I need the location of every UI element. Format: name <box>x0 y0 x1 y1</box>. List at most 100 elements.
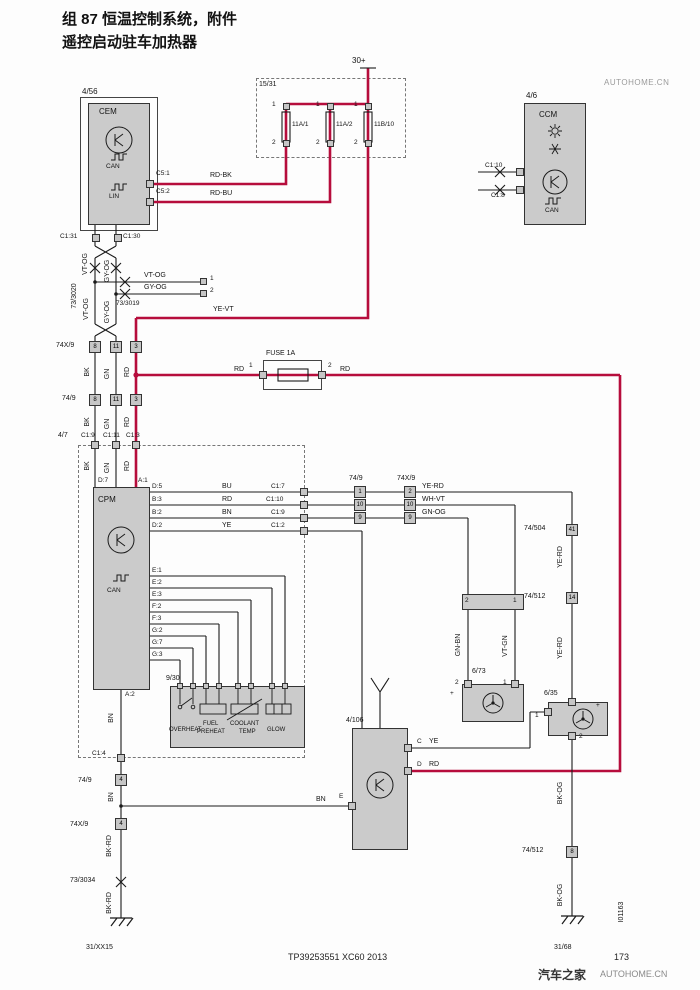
wire-label: YE <box>429 738 439 745</box>
sensor-label: FUEL <box>203 721 219 727</box>
pin-label: 1 <box>272 101 276 108</box>
pin-label: C1:2 <box>271 522 285 529</box>
connector-pin <box>300 514 308 522</box>
connector-pin <box>91 441 99 449</box>
pin-label: B:3 <box>152 496 162 503</box>
page-number: 173 <box>614 952 630 962</box>
pin-label: 2 <box>272 139 276 146</box>
connector-pin <box>365 140 372 147</box>
connector-pin <box>283 140 290 147</box>
connector-ref: 73/3020 <box>70 283 78 309</box>
fuse-label: 11A/2 <box>336 121 353 128</box>
pin-label: 2 <box>579 733 583 740</box>
component-name: CEM <box>99 107 117 116</box>
wire-label: RD-BU <box>210 190 233 197</box>
wire-label: RD <box>340 366 351 373</box>
pin-label: E:3 <box>152 591 162 598</box>
connector-pin: 8 <box>89 341 101 353</box>
component-ref: 4/7 <box>58 432 68 439</box>
connector-pin <box>300 488 308 496</box>
connector-pin <box>544 708 552 716</box>
connector-ref: 74X/9 <box>70 821 89 828</box>
component-ref: 4/56 <box>82 87 98 96</box>
pin-label: 1 <box>513 597 517 604</box>
wire-label: YE-VT <box>213 306 234 313</box>
connector-pin <box>190 683 196 689</box>
connector-pin: 11 <box>110 394 122 406</box>
bus-label: LIN <box>109 193 120 200</box>
pin-label: C1:3 <box>126 432 140 439</box>
pin-label: C1:10 <box>266 496 284 503</box>
sensor-label: OVERHEAT <box>169 727 202 733</box>
wire-label: BN <box>222 509 232 516</box>
wire-label: GY-OG <box>144 284 167 291</box>
fuse-label: FUSE 1A <box>266 350 296 357</box>
wire-label: GN <box>103 418 111 430</box>
ground-icon-right <box>561 915 585 925</box>
connector-pin <box>200 278 207 285</box>
sensor-label: GLOW <box>267 727 286 733</box>
component-ref: 4/6 <box>526 91 538 100</box>
connector-pin: 3 <box>130 394 142 406</box>
wire-label: GN <box>103 368 111 380</box>
connector-pin <box>516 168 524 176</box>
pin-label: 2 <box>210 287 214 294</box>
pin-label: 2 <box>316 139 320 146</box>
page-title-line2: 遥控启动驻车加热器 <box>62 34 198 51</box>
connector-ref: 74X/9 <box>397 475 416 482</box>
connector-pin <box>114 234 122 242</box>
connector-pin: 41 <box>566 524 578 536</box>
page-title-line1: 组 87 恒温控制系统，附件 <box>62 11 238 28</box>
bus-wave-icons <box>111 153 561 582</box>
connector-ref: 73/3019 <box>116 300 140 307</box>
wire-label: RD <box>123 416 131 428</box>
connector-pin <box>283 103 290 110</box>
pin-label: C1:8 <box>491 192 505 199</box>
connector-pin <box>248 683 254 689</box>
wire-label: BN <box>107 792 115 802</box>
connector-pin: 2 <box>404 486 416 498</box>
pin-label: 1 <box>535 712 539 719</box>
connector-pin: 10 <box>404 499 416 511</box>
wire-label: BK-OG <box>556 781 564 805</box>
pin-label: G:3 <box>152 651 163 658</box>
watermark-site: AUTOHOME.CN <box>600 969 668 979</box>
cem-outer-frame <box>80 97 158 231</box>
antenna-icon <box>370 677 390 728</box>
connector-pin: 3 <box>130 341 142 353</box>
pin-label: C <box>417 738 422 745</box>
wire-label: BK-RD <box>105 892 113 914</box>
connector-pin <box>327 103 334 110</box>
connector-pin: 14 <box>566 592 578 604</box>
pin-label: C1:9 <box>271 509 285 516</box>
component-name: CCM <box>539 110 558 119</box>
wire-label: YE-RD <box>556 637 564 659</box>
connector-pin <box>282 683 288 689</box>
connector-pin <box>216 683 222 689</box>
pin-label: A:1 <box>138 477 148 484</box>
climate-icons <box>548 124 562 155</box>
wire-label: YE <box>222 522 232 529</box>
wire-label: RD <box>222 496 233 503</box>
wire-label: GY-OG <box>103 300 111 324</box>
fuse-label: 11B/10 <box>374 121 395 128</box>
connector-pin <box>318 371 326 379</box>
pin-label: 2 <box>455 679 459 686</box>
wire-label: RD <box>123 366 131 378</box>
connector-ref: 73/3034 <box>70 877 96 884</box>
wire-label: BK <box>83 461 91 471</box>
connector-pin <box>300 501 308 509</box>
pin-label: C5:1 <box>156 170 170 177</box>
connector-pin <box>259 371 267 379</box>
pin-label: C5:2 <box>156 188 170 195</box>
connector-pin <box>348 802 356 810</box>
pin-label: C1:7 <box>271 483 285 490</box>
connector-pin: 9 <box>404 512 416 524</box>
pin-label: G:7 <box>152 639 163 646</box>
wire-label: WH-VT <box>422 496 445 503</box>
connector-pin <box>146 180 154 188</box>
connector-pin: 4 <box>115 818 127 830</box>
pin-label: 2 <box>354 139 358 146</box>
